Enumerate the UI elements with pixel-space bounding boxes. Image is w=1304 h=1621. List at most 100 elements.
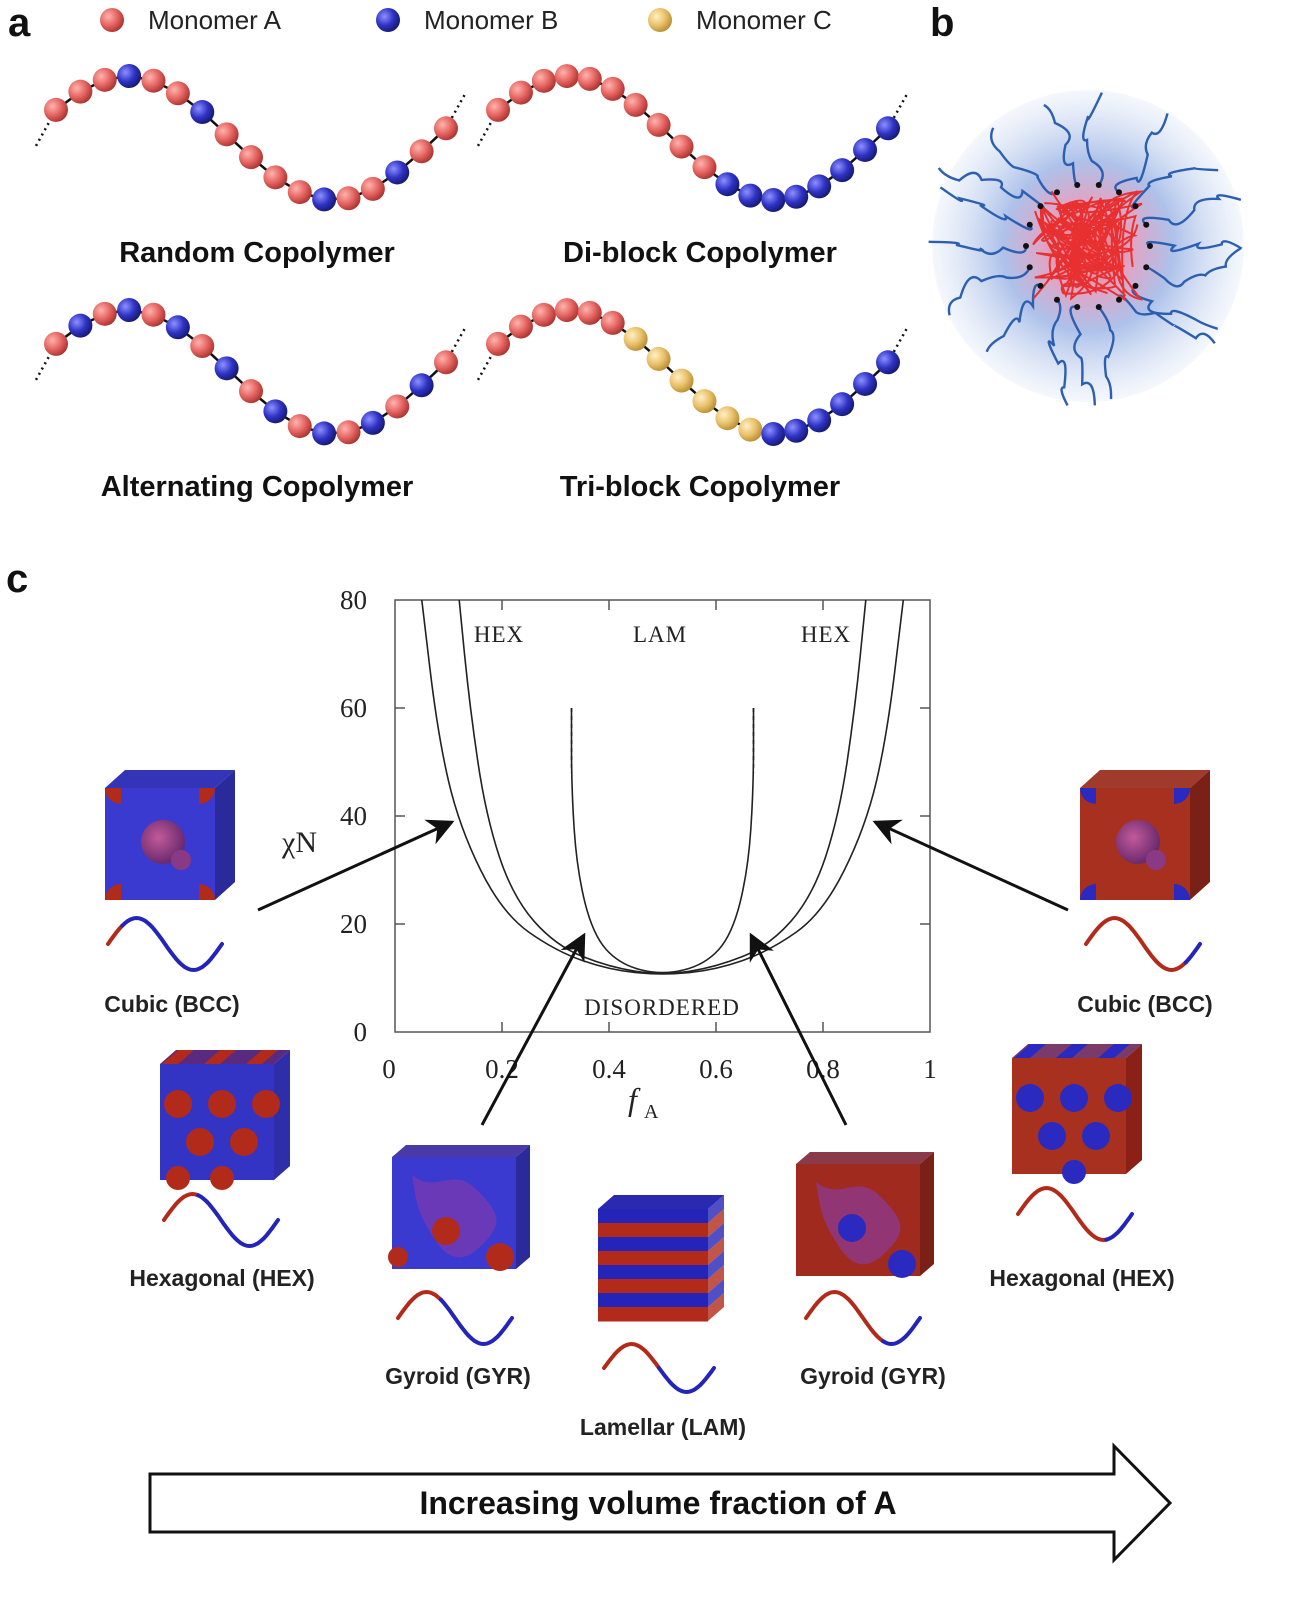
corona-strand — [1043, 103, 1078, 187]
corona-strand — [1141, 194, 1242, 226]
junction-dot — [1095, 304, 1102, 311]
lam-label: Lamellar (LAM) — [580, 1414, 746, 1440]
legend-label-a: Monomer A — [148, 5, 282, 35]
junction-dot — [1037, 203, 1044, 210]
phase-boundary-curve — [421, 599, 905, 975]
plot-frame — [394, 599, 931, 1033]
monomer-b — [830, 158, 855, 183]
monomer-a — [486, 331, 510, 356]
corona-strand — [1082, 92, 1104, 186]
phase-boundaries — [421, 599, 905, 975]
corona-strand — [1117, 294, 1216, 345]
monomer-a — [508, 80, 533, 105]
monomer-b — [853, 137, 878, 162]
monomer-b — [117, 64, 142, 89]
monomer-b — [68, 313, 93, 338]
monomer-a — [214, 122, 239, 147]
legend-swatch-a — [100, 8, 124, 32]
corona-strand — [1097, 306, 1115, 400]
x-axis-label: f — [628, 1081, 641, 1117]
monomer-a — [287, 414, 312, 439]
lam-side-stripe — [708, 1223, 724, 1251]
monomer-a — [600, 76, 625, 101]
monomer-b — [190, 100, 215, 125]
alternating-copolymer-chain — [34, 298, 468, 446]
monomer-b — [214, 356, 239, 381]
junction-dot — [1054, 296, 1060, 303]
monomer-c — [738, 417, 763, 442]
arrow-gyr-right — [749, 932, 848, 1126]
monomer-b — [830, 392, 855, 417]
gyr-left-label: Gyroid (GYR) — [385, 1363, 531, 1389]
monomer-c — [669, 368, 694, 393]
x-tick-label: 0.2 — [485, 1054, 519, 1084]
wave-lam-b-segment — [657, 1366, 716, 1395]
lam-stripe — [598, 1223, 708, 1238]
junction-dot — [1147, 243, 1153, 249]
bcc-left-label: Cubic (BCC) — [104, 991, 239, 1017]
monomer-b — [761, 421, 786, 446]
bcc-right-chain-icon — [1084, 915, 1188, 973]
monomer-a — [360, 176, 385, 201]
monomer-a — [263, 165, 288, 190]
monomer-b — [263, 399, 288, 424]
hex-right-label: Hexagonal (HEX) — [989, 1265, 1174, 1291]
monomer-b — [715, 172, 740, 197]
monomer-c — [692, 389, 717, 414]
chain-tail — [34, 343, 58, 381]
annotation-arrows — [257, 819, 1069, 1126]
x-axis-label-subscript: A — [644, 1101, 659, 1123]
corona-strand — [1114, 113, 1169, 194]
monomer-c — [623, 326, 648, 351]
monomer-a — [92, 301, 117, 326]
monomer-a — [68, 79, 93, 104]
triblock-copolymer-chain — [476, 298, 910, 446]
lam-side-stripe — [708, 1251, 724, 1279]
gyr-right-chain-icon — [804, 1289, 885, 1344]
corona-strand — [928, 240, 1028, 256]
gyr-right-cube — [796, 1152, 934, 1278]
junction-dot — [1074, 304, 1081, 311]
triblock-copolymer-title: Tri-block Copolymer — [560, 471, 840, 503]
arrow-bcc-left — [257, 819, 455, 912]
corona-strand — [939, 186, 1033, 231]
corona-strand — [1146, 240, 1243, 253]
lam-top-face — [598, 1195, 724, 1209]
wave-hex-left-b-segment — [196, 1193, 280, 1249]
monomer-b — [117, 298, 142, 323]
monomer-b — [385, 160, 410, 185]
y-tick-label: 0 — [354, 1017, 368, 1047]
monomer-b — [853, 371, 878, 396]
panel-label-c: c — [6, 557, 28, 601]
monomer-c — [715, 406, 740, 431]
lam-stripe — [598, 1251, 708, 1266]
random-copolymer-chain — [34, 64, 468, 212]
lam-stripe — [598, 1237, 708, 1252]
monomer-b — [876, 116, 900, 141]
lam-side-stripe — [708, 1279, 724, 1307]
chain-tail — [34, 109, 58, 147]
monomer-b — [807, 408, 832, 433]
corona-strand — [947, 266, 1031, 316]
monomer-a — [669, 134, 694, 159]
diblock-copolymer-chain — [476, 64, 910, 212]
bcc-right-cube — [1080, 770, 1210, 900]
panel-label-b: b — [930, 1, 954, 45]
core-strand — [1067, 190, 1145, 301]
y-tick-label: 40 — [340, 801, 367, 831]
y-tick-label: 60 — [340, 693, 367, 723]
monomer-a — [336, 420, 361, 445]
x-tick-label: 0.4 — [592, 1054, 626, 1084]
lam-side-stripe — [708, 1293, 724, 1321]
monomer-b — [738, 183, 763, 208]
micelle-corona — [928, 92, 1243, 406]
wave-gyr-left-b-segment — [438, 1297, 514, 1347]
lam-chain-icon — [602, 1341, 661, 1370]
corona-strand — [985, 283, 1042, 353]
y-axis-label: χN — [281, 826, 317, 859]
hex-right-chain-icon — [1016, 1185, 1109, 1243]
monomer-b — [360, 410, 385, 435]
junction-dot — [1116, 189, 1122, 196]
volume-fraction-arrow: Increasing volume fraction of A — [148, 1442, 1173, 1564]
legend-swatch-b — [376, 8, 400, 32]
